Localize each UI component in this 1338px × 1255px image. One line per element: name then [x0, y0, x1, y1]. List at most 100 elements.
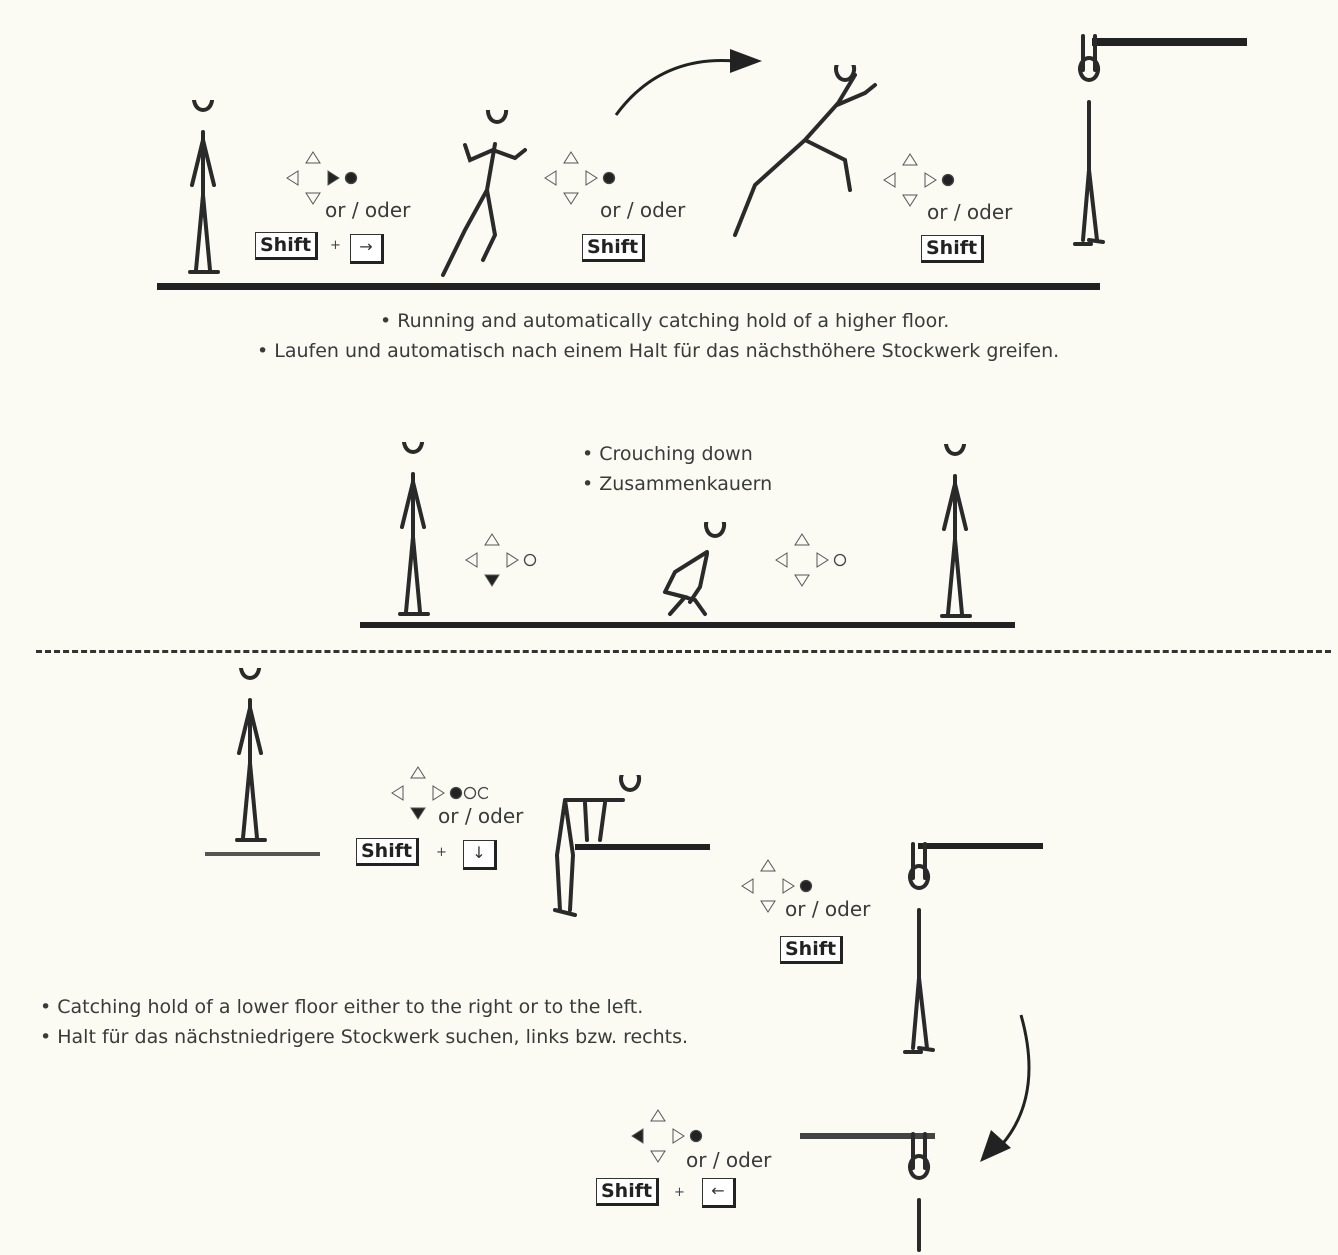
shift-key: Shift: [255, 232, 319, 260]
figure-outline: [553, 775, 642, 917]
or-label: or / oder: [927, 200, 1013, 224]
button-filled-icon: [602, 171, 616, 185]
right-triangle-icon: [782, 878, 795, 894]
prince-standing-figure: [225, 668, 275, 848]
button-filled-icon: [344, 171, 358, 185]
right-triangle-icon: [432, 785, 445, 801]
caption-english: • Crouching down: [582, 443, 753, 465]
or-label: or / oder: [438, 804, 524, 828]
prince-standing-figure: [178, 100, 228, 280]
control-pad-icon: [880, 150, 955, 210]
down-triangle-icon: [650, 1150, 666, 1163]
figure-outline: [235, 668, 267, 842]
down-triangle-icon: [563, 192, 579, 205]
figure-outline: [903, 842, 935, 1054]
floor-edge: [575, 844, 710, 850]
down-triangle-icon: [410, 807, 426, 820]
prince-hanging-figure: [895, 838, 940, 1063]
right-triangle-icon: [585, 170, 598, 186]
up-triangle-icon: [305, 151, 321, 164]
shift-key: Shift: [356, 838, 420, 866]
plus-sign: +: [674, 1185, 685, 1200]
figure-outline: [940, 444, 972, 618]
shift-key: Shift: [596, 1178, 660, 1206]
figure-outline: [733, 65, 877, 237]
down-triangle-icon: [794, 574, 810, 587]
figure-outline: [441, 110, 527, 277]
up-triangle-icon: [794, 533, 810, 546]
left-triangle-icon: [544, 170, 557, 186]
button-filled-icon: [799, 879, 813, 893]
prince-bending-figure: [545, 775, 645, 920]
left-triangle-icon: [465, 552, 478, 568]
control-pad-icon: [283, 148, 358, 208]
caption-german: • Laufen und automatisch nach einem Halt…: [257, 340, 1060, 362]
down-triangle-icon: [760, 900, 776, 913]
or-label: or / oder: [785, 897, 871, 921]
drop-arrow-icon: [980, 1014, 1031, 1162]
prince-standing-figure: [388, 442, 438, 622]
floor-ledge: [918, 843, 1043, 849]
control-pad-icon: [628, 1106, 703, 1166]
prince-jumping-figure: [725, 65, 880, 255]
up-triangle-icon: [902, 153, 918, 166]
right-triangle-icon: [924, 172, 937, 188]
up-triangle-icon: [650, 1109, 666, 1122]
prince-standing-figure: [930, 444, 980, 624]
floor: [205, 852, 320, 856]
down-triangle-icon: [484, 574, 500, 587]
caption-english: • Running and automatically catching hol…: [380, 310, 950, 332]
shift-key: Shift: [582, 234, 646, 262]
right-triangle-icon: [672, 1128, 685, 1144]
shift-key: Shift: [780, 936, 844, 964]
right-arrow-key: →: [350, 234, 384, 264]
figure-outline: [188, 100, 220, 274]
upper-floor-ledge: [1092, 38, 1247, 46]
down-arrow-key: ↓: [463, 840, 497, 870]
jump-arrow-icon: [614, 49, 762, 116]
section-divider: [36, 650, 1331, 653]
right-triangle-icon: [327, 170, 340, 186]
control-pad-icon: [462, 530, 537, 590]
left-arrow-key: ←: [702, 1178, 736, 1208]
caption-german: • Halt für das nächstniedrigere Stockwer…: [40, 1026, 689, 1048]
prince-hanging-figure: [895, 1128, 940, 1252]
figure-outline: [1073, 34, 1105, 246]
figure-outline: [908, 1132, 931, 1252]
up-triangle-icon: [760, 859, 776, 872]
button-filled-icon: [941, 173, 955, 187]
floor-ledge: [800, 1133, 935, 1139]
button-filled-icon: [449, 786, 463, 800]
plus-sign: +: [436, 845, 447, 860]
down-triangle-icon: [902, 194, 918, 207]
up-triangle-icon: [563, 151, 579, 164]
button-filled-icon: [689, 1129, 703, 1143]
plus-sign: +: [330, 238, 341, 253]
control-pad-icon: [772, 530, 847, 590]
button-empty-icon: [463, 786, 477, 800]
left-triangle-icon: [286, 170, 299, 186]
or-label: or / oder: [686, 1148, 772, 1172]
prince-crouching-figure: [645, 522, 740, 622]
right-triangle-icon: [816, 552, 829, 568]
figure-outline: [398, 442, 430, 616]
left-triangle-icon: [741, 878, 754, 894]
control-pad-icon: [738, 856, 813, 916]
left-triangle-icon: [391, 785, 404, 801]
or-label: or / oder: [600, 198, 686, 222]
caption-german: • Zusammenkauern: [582, 473, 773, 495]
prince-running-figure: [435, 110, 535, 285]
prince-hanging-figure: [1065, 30, 1110, 255]
floor: [360, 622, 1015, 628]
right-triangle-icon: [506, 552, 519, 568]
button-empty-icon: [833, 553, 847, 567]
shift-key: Shift: [921, 235, 985, 263]
left-triangle-icon: [883, 172, 896, 188]
up-triangle-icon: [484, 533, 500, 546]
left-triangle-icon: [631, 1128, 644, 1144]
up-triangle-icon: [410, 766, 426, 779]
control-pad-icon: [541, 148, 616, 208]
down-triangle-icon: [305, 192, 321, 205]
left-triangle-icon: [775, 552, 788, 568]
